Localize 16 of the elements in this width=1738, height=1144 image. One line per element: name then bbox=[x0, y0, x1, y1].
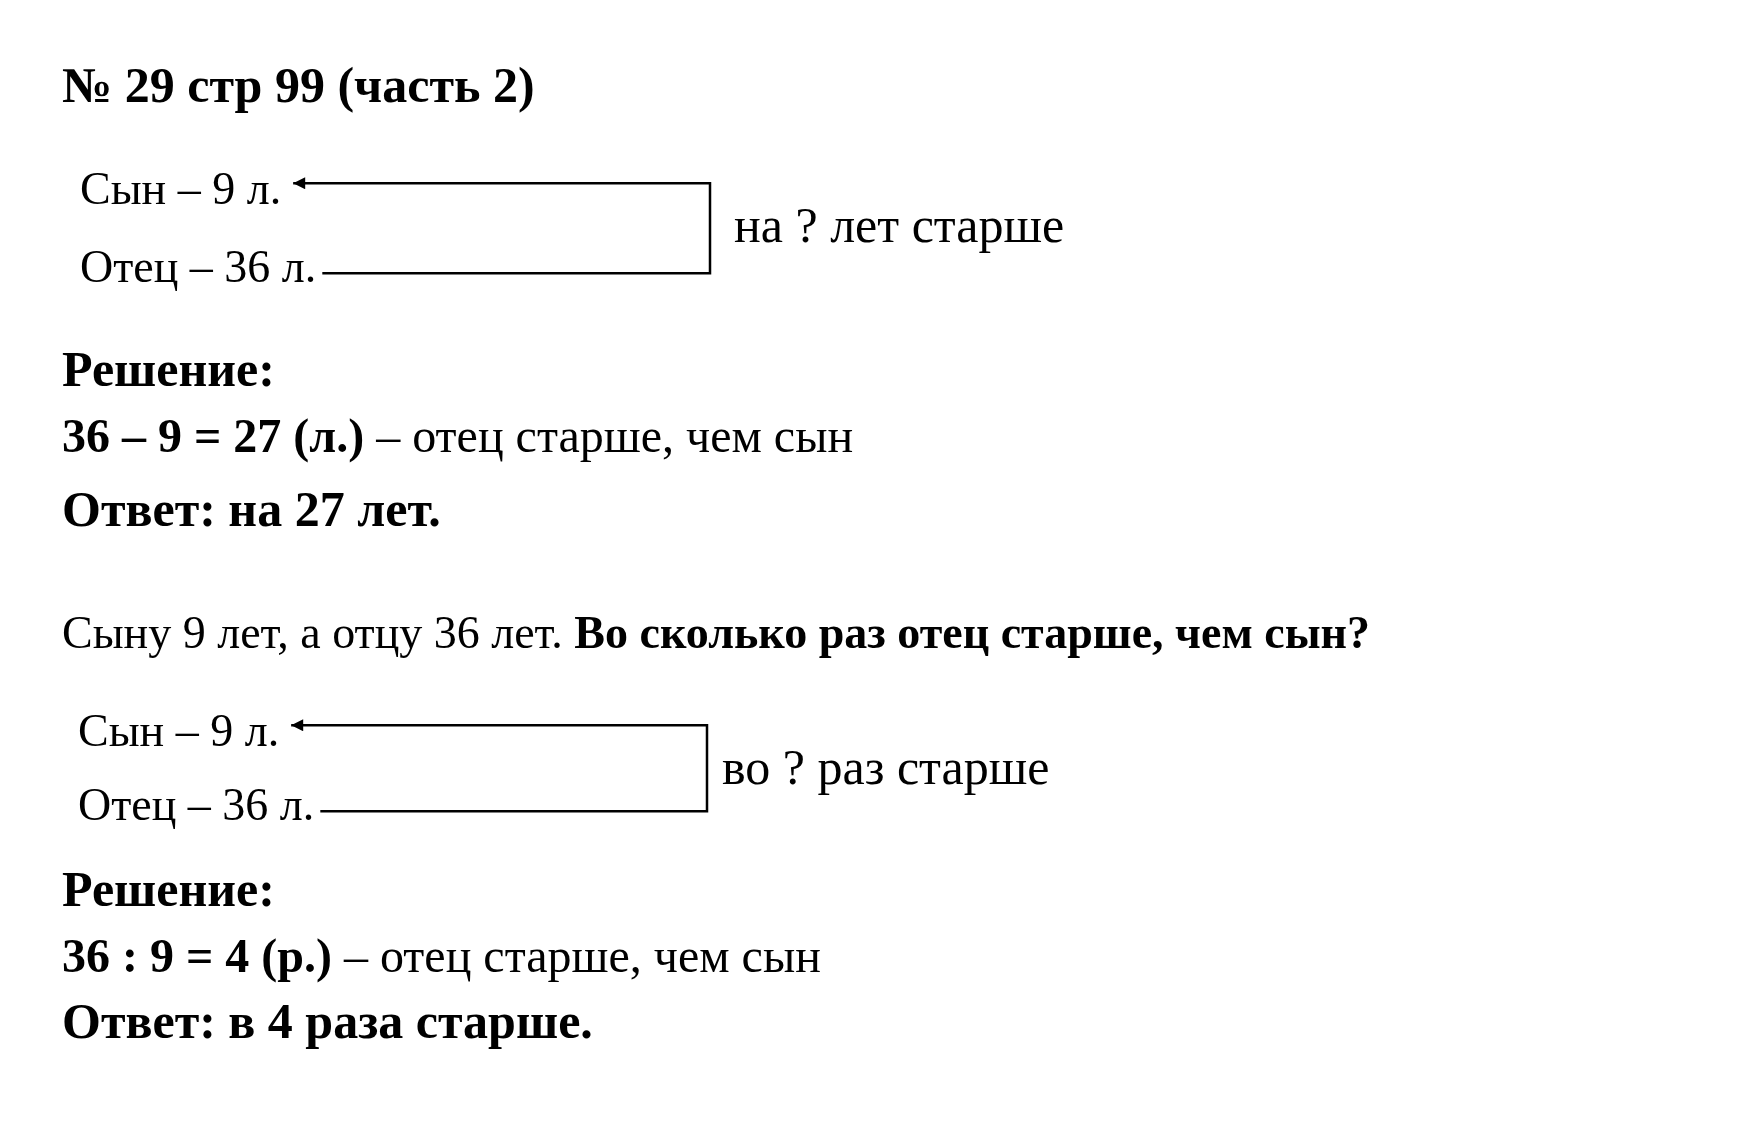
solution-text: 36 – 9 = 27 (л.) – отец старше, чем сын bbox=[62, 410, 854, 463]
problem-text: Сыну 9 лет, а отцу 36 лет. Во сколько раз отец старше, чем сын? bbox=[62, 608, 1371, 659]
section-heading: Решение: bbox=[62, 862, 275, 917]
diagram-text: Отец – 36 л. bbox=[80, 242, 317, 293]
edge-label: на ? лет старше bbox=[734, 198, 1065, 253]
diagram-text: Сын – 9 л. bbox=[80, 164, 282, 215]
diagram-text: Сын – 9 л. bbox=[78, 706, 280, 757]
bracket-arrow bbox=[293, 177, 712, 275]
answer-text: Ответ: на 27 лет. bbox=[62, 482, 441, 537]
title: № 29 стр 99 (часть 2) bbox=[62, 58, 535, 113]
section-heading: Решение: bbox=[62, 342, 275, 397]
edge-label: во ? раз старше bbox=[722, 740, 1050, 795]
answer-text: Ответ: в 4 раза старше. bbox=[62, 994, 593, 1049]
bracket-arrow bbox=[291, 719, 709, 813]
diagram-text: Отец – 36 л. bbox=[78, 780, 315, 831]
solution-text: 36 : 9 = 4 (р.) – отец старше, чем сын bbox=[62, 930, 821, 983]
